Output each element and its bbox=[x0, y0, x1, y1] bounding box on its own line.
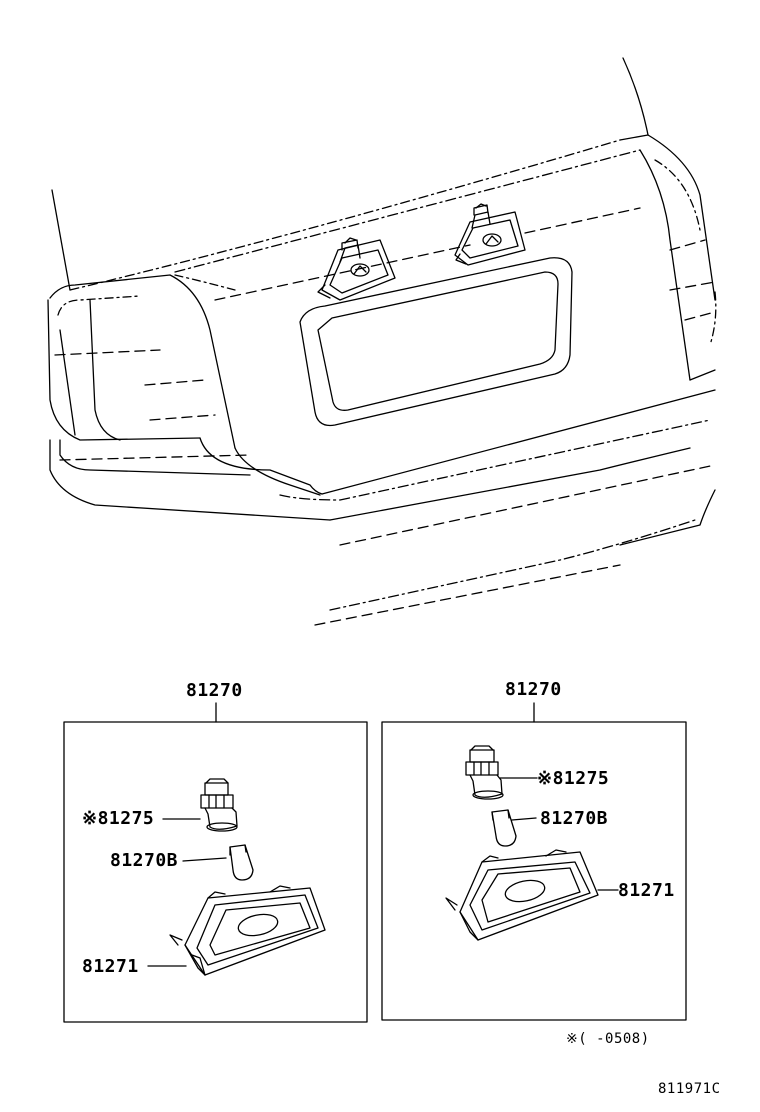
left-socket-drawing bbox=[200, 778, 238, 832]
left-assembly-label: 81270 bbox=[186, 680, 243, 701]
left-lens-drawing bbox=[169, 885, 326, 976]
figure-id: 811971C bbox=[658, 1081, 721, 1097]
left-group-frame bbox=[63, 702, 368, 1023]
right-socket-drawing bbox=[465, 745, 504, 800]
installed-lamp-left bbox=[317, 237, 396, 301]
right-bulb-leader bbox=[511, 817, 537, 821]
right-lens-drawing bbox=[445, 849, 599, 941]
right-bulb-drawing bbox=[491, 809, 517, 847]
vehicle-rear-outline bbox=[47, 57, 717, 626]
left-bulb-label: 81270B bbox=[110, 850, 179, 871]
left-socket-label: ※81275 bbox=[82, 808, 155, 829]
installed-lamp-right bbox=[454, 203, 526, 266]
right-bulb-label: 81270B bbox=[540, 808, 609, 829]
right-lens-label: 81271 bbox=[618, 880, 675, 901]
right-assembly-label: 81270 bbox=[505, 679, 562, 700]
right-socket-label: ※81275 bbox=[537, 768, 610, 789]
right-group-frame bbox=[381, 702, 687, 1021]
footnote: ※( -0508) bbox=[566, 1031, 650, 1047]
left-bulb-drawing bbox=[229, 844, 254, 881]
left-lens-label: 81271 bbox=[82, 956, 139, 977]
left-bulb-leader bbox=[182, 857, 227, 862]
